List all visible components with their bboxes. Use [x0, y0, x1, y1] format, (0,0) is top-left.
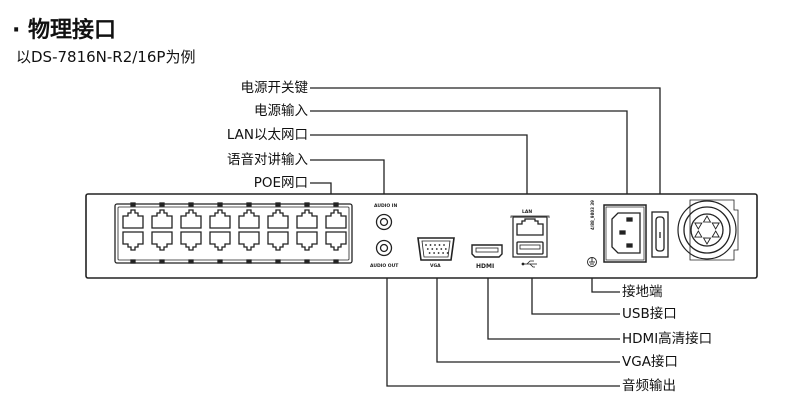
label-usb: USB接口	[622, 306, 677, 322]
poe-port[interactable]	[296, 231, 318, 251]
poe-port[interactable]	[325, 231, 347, 251]
label-ground: 接地端	[622, 284, 663, 300]
label-lan: LAN以太网口	[226, 127, 308, 143]
poe-port[interactable]	[267, 209, 289, 229]
vga-pin	[446, 252, 449, 254]
power-switch[interactable]	[651, 211, 669, 258]
vga-pin	[437, 252, 440, 254]
poe-port[interactable]	[180, 209, 202, 229]
vga-pin	[434, 244, 436, 246]
usb-icon	[521, 260, 537, 268]
hdmi-logo: HDMI	[476, 263, 494, 270]
label-power-switch: 电源开关键	[240, 80, 309, 96]
audio-in-label: AUDIO IN	[374, 203, 397, 209]
fan-grille	[677, 199, 739, 261]
label-hdmi: HDMI高清接口	[622, 331, 713, 347]
vga-pin	[443, 244, 445, 246]
label-audio-out: 音频输出	[622, 378, 676, 394]
port-led	[130, 202, 136, 207]
port-led	[304, 202, 310, 207]
vga-pin	[435, 248, 438, 250]
vga-pin	[444, 248, 447, 250]
label-poe: POE网口	[253, 175, 308, 191]
poe-port[interactable]	[325, 209, 347, 229]
vga-pin	[426, 248, 429, 250]
port-led	[188, 259, 194, 264]
poe-port[interactable]	[267, 231, 289, 251]
poe-port[interactable]	[180, 231, 202, 251]
poe-port[interactable]	[209, 209, 231, 229]
vga-pin	[431, 248, 434, 250]
poe-port[interactable]	[238, 209, 260, 229]
poe-port[interactable]	[296, 209, 318, 229]
port-led	[130, 259, 136, 264]
leader-lan	[310, 134, 528, 208]
port-led	[333, 259, 339, 264]
vga-pin	[428, 252, 431, 254]
vga-pin	[442, 252, 444, 254]
model-subtitle: 以DS-7816N-R2/16P为例	[16, 48, 196, 66]
leader-usb	[531, 270, 620, 315]
port-led	[159, 259, 165, 264]
poe-port[interactable]	[122, 231, 144, 251]
fan-blade	[702, 215, 712, 223]
usb-port[interactable]	[516, 241, 544, 255]
page-title: · 物理接口	[12, 18, 117, 43]
poe-port[interactable]	[151, 231, 173, 251]
audio-out-jack[interactable]	[375, 239, 393, 257]
poe-port[interactable]	[209, 231, 231, 251]
poe-port[interactable]	[238, 231, 260, 251]
port-led	[304, 259, 310, 264]
lan-label: LAN	[522, 209, 532, 215]
vga-pin	[438, 244, 441, 246]
vga-pin	[425, 244, 427, 246]
leader-vga	[436, 270, 620, 363]
rating-text: 4/88_9803 39	[590, 200, 595, 230]
poe-port-block	[114, 203, 353, 264]
vga-pin	[429, 244, 432, 246]
port-led	[333, 202, 339, 207]
label-power-input: 电源输入	[254, 103, 308, 119]
leader-hdmi	[487, 270, 620, 340]
poe-port[interactable]	[122, 209, 144, 229]
label-vga: VGA接口	[622, 354, 678, 370]
port-led	[217, 259, 223, 264]
audio-in-jack[interactable]	[375, 213, 393, 231]
port-led	[159, 202, 165, 207]
hdmi-port[interactable]	[471, 244, 503, 258]
port-led	[246, 259, 252, 264]
port-led	[275, 202, 281, 207]
lan-port[interactable]	[516, 218, 544, 236]
power-inlet[interactable]	[603, 204, 647, 263]
port-led	[246, 202, 252, 207]
fan-blade	[694, 222, 703, 230]
fan-blade	[702, 237, 712, 245]
label-audio-in: 语音对讲输入	[227, 152, 308, 168]
vga-port[interactable]	[417, 237, 455, 261]
fan-blade	[694, 230, 703, 238]
leader-audio-in	[310, 159, 385, 203]
port-led	[275, 259, 281, 264]
vga-pin	[433, 252, 435, 254]
leader-power-input	[310, 110, 628, 205]
ground-icon	[587, 257, 597, 267]
poe-port[interactable]	[151, 209, 173, 229]
fan-blade	[711, 230, 720, 238]
vga-pin	[440, 248, 443, 250]
port-led	[188, 202, 194, 207]
vga-label: VGA	[430, 263, 441, 269]
leader-power-switch	[310, 87, 661, 212]
leader-audio-out	[386, 270, 620, 387]
audio-out-label: AUDIO OUT	[370, 263, 399, 269]
fan-blade	[711, 222, 720, 230]
port-led	[217, 202, 223, 207]
